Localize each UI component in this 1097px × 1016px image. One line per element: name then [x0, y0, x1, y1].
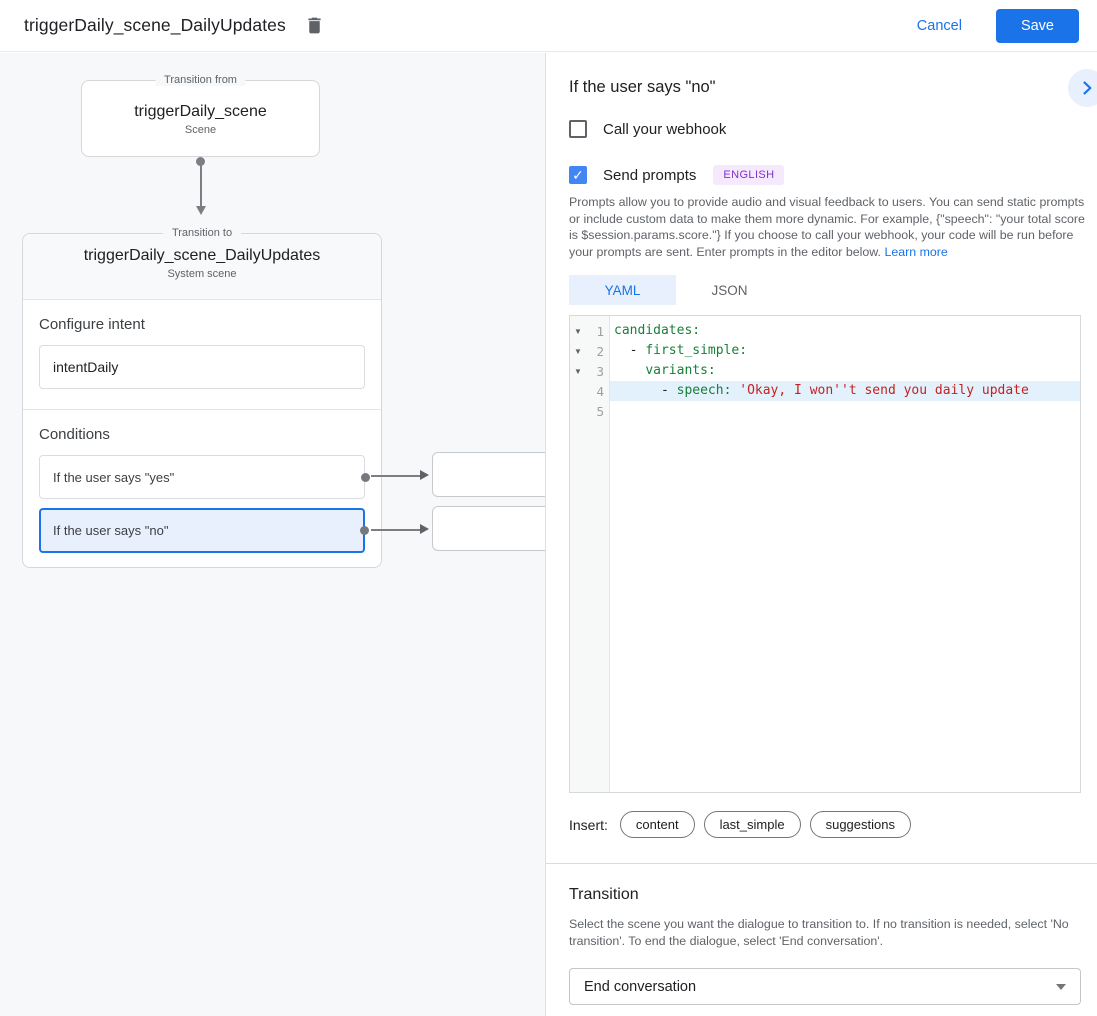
- condition-label: If the user says "no": [53, 523, 169, 538]
- insert-chip-content[interactable]: content: [619, 811, 695, 838]
- line-number: 3: [596, 363, 604, 379]
- arrow-right-icon: [420, 524, 429, 534]
- line-number: 2: [596, 343, 604, 359]
- gutter-row: ▼3: [570, 361, 609, 381]
- dropdown-caret-icon: [1056, 983, 1066, 990]
- insert-row: Insert: content last_simple suggestions: [569, 811, 920, 838]
- scene-type: System scene: [167, 268, 237, 280]
- fold-icon[interactable]: ▼: [574, 366, 582, 376]
- webhook-label[interactable]: Call your webhook: [603, 120, 727, 138]
- yaml-key: first_simple:: [645, 343, 748, 358]
- prompts-label[interactable]: Send prompts: [603, 166, 697, 184]
- transition-select[interactable]: End conversation: [569, 968, 1081, 1005]
- connector-port: [361, 472, 370, 482]
- collapse-panel-button[interactable]: [1068, 69, 1097, 107]
- editor-format-tabs: YAML JSON: [569, 275, 783, 305]
- language-badge: ENGLISH: [713, 165, 785, 185]
- condition-detail-panel: If the user says "no" Call your webhook …: [545, 53, 1097, 1016]
- page-title: triggerDaily_scene_DailyUpdates: [24, 15, 286, 35]
- tab-yaml[interactable]: YAML: [569, 275, 676, 305]
- scene-name: triggerDaily_scene: [134, 103, 267, 120]
- prompts-description: Prompts allow you to provide audio and v…: [569, 194, 1088, 260]
- transition-section-title: Transition: [569, 886, 639, 903]
- top-bar: triggerDaily_scene_DailyUpdates Cancel S…: [0, 0, 1097, 52]
- trash-icon: [304, 15, 325, 36]
- code-line: candidates:: [610, 321, 1080, 341]
- code-line: variants:: [610, 361, 1080, 381]
- transition-from-node[interactable]: Transition from triggerDaily_scene Scene: [81, 74, 320, 157]
- condition-label: If the user says "yes": [53, 469, 175, 485]
- scene-type: Scene: [184, 124, 217, 136]
- gutter-row: 5: [570, 401, 609, 421]
- configure-intent-section: Configure intent intentDaily: [23, 300, 381, 409]
- fold-icon[interactable]: ▼: [574, 326, 582, 336]
- webhook-checkbox[interactable]: [569, 120, 587, 138]
- line-number: 5: [596, 403, 604, 419]
- yaml-key: candidates:: [614, 323, 701, 338]
- yaml-punct: -: [614, 343, 646, 358]
- connector-port: [360, 526, 369, 535]
- fold-icon[interactable]: ▼: [574, 346, 582, 356]
- arrow-right-icon: [420, 470, 429, 480]
- save-button[interactable]: Save: [995, 8, 1079, 43]
- code-editor[interactable]: ▼1 ▼2 ▼3 4 5 candidates: - first_simple:…: [569, 315, 1081, 793]
- condition-item-yes[interactable]: If the user says "yes": [39, 455, 370, 499]
- gutter-row: ▼2: [570, 341, 609, 361]
- delete-button[interactable]: [304, 15, 325, 36]
- gutter-row: 4: [570, 381, 609, 401]
- insert-chip-suggestions[interactable]: suggestions: [809, 811, 911, 838]
- condition-title: If the user says "no": [569, 78, 716, 96]
- yaml-punct: -: [614, 383, 677, 398]
- gutter-row: ▼1: [570, 321, 609, 341]
- yaml-string: 'Okay, I won''t send you daily update: [739, 383, 1029, 398]
- line-number: 4: [596, 383, 604, 399]
- conditions-section: Conditions If the user says "yes" If the…: [23, 410, 381, 567]
- code-line-active: - speech: 'Okay, I won''t send you daily…: [610, 381, 1080, 401]
- transition-from-label: Transition from: [155, 74, 246, 86]
- transition-description: Select the scene you want the dialogue t…: [569, 917, 1069, 948]
- section-divider: [546, 863, 1097, 864]
- yaml-key: speech:: [676, 383, 732, 398]
- condition-item-no[interactable]: If the user says "no": [39, 508, 369, 553]
- connector-line: [371, 475, 421, 477]
- chevron-right-icon: [1077, 78, 1097, 98]
- transition-to-card: Transition to triggerDaily_scene_DailyUp…: [22, 227, 382, 568]
- connector-line: [200, 163, 202, 207]
- intent-item[interactable]: intentDaily: [39, 345, 365, 389]
- flow-canvas: Transition from triggerDaily_scene Scene…: [0, 53, 545, 1016]
- transition-select-value: End conversation: [584, 978, 697, 995]
- webhook-row: Call your webhook: [569, 120, 726, 138]
- editor-code-area[interactable]: candidates: - first_simple: variants: - …: [610, 316, 1080, 792]
- transition-to-label: Transition to: [162, 227, 242, 239]
- insert-label: Insert:: [569, 816, 608, 833]
- code-line: [610, 401, 1080, 421]
- yaml-key: variants:: [645, 363, 716, 378]
- prompts-description-text: Prompts allow you to provide audio and v…: [569, 195, 1085, 259]
- line-number: 1: [596, 323, 604, 339]
- scene-card-header: triggerDaily_scene_DailyUpdates System s…: [23, 234, 381, 300]
- card-divider: [23, 409, 381, 410]
- target-node-yes[interactable]: [432, 452, 545, 497]
- tab-json[interactable]: JSON: [711, 282, 748, 298]
- insert-chip-last-simple[interactable]: last_simple: [703, 811, 801, 838]
- code-line: - first_simple:: [610, 341, 1080, 361]
- learn-more-link[interactable]: Learn more: [884, 244, 948, 259]
- check-icon: ✓: [572, 167, 584, 183]
- arrow-down-icon: [195, 206, 206, 215]
- connector-line: [371, 529, 421, 531]
- conditions-label: Conditions: [39, 426, 110, 443]
- editor-gutter: ▼1 ▼2 ▼3 4 5: [570, 316, 610, 792]
- yaml-punct: [614, 363, 645, 378]
- prompts-row: ✓ Send prompts ENGLISH: [569, 165, 785, 185]
- scene-name: triggerDaily_scene_DailyUpdates: [83, 247, 321, 264]
- prompts-checkbox[interactable]: ✓: [569, 166, 587, 184]
- target-node-no[interactable]: [432, 506, 545, 551]
- connector-dot: [196, 157, 205, 166]
- cancel-button[interactable]: Cancel: [916, 17, 962, 34]
- configure-intent-label: Configure intent: [39, 316, 145, 333]
